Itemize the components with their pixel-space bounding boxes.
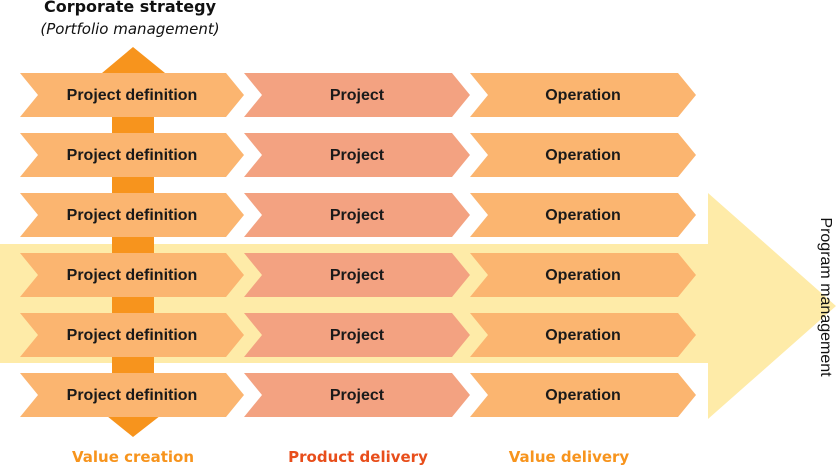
definition-chevron xyxy=(20,133,244,177)
operation-chevron xyxy=(470,73,696,117)
definition-chevron-label: Project definition xyxy=(67,87,198,104)
program-management-arrow xyxy=(0,193,836,419)
definition-chevron xyxy=(20,313,244,357)
project-chevron xyxy=(244,193,470,237)
value-delivery-label: Value delivery xyxy=(508,448,630,466)
operation-chevron xyxy=(470,253,696,297)
operation-chevron-label: Operation xyxy=(545,327,621,344)
program-management-label: Program management xyxy=(817,217,834,377)
process-row: Project definition Project Operation xyxy=(20,73,696,117)
corporate-strategy-title: Corporate strategy xyxy=(43,0,217,16)
operation-chevron-label: Operation xyxy=(545,87,621,104)
process-row: Project definition Project Operation xyxy=(20,133,696,177)
definition-chevron-label: Project definition xyxy=(67,327,198,344)
operation-chevron xyxy=(470,133,696,177)
process-row: Project definition Project Operation xyxy=(20,313,696,357)
process-row: Project definition Project Operation xyxy=(20,253,696,297)
definition-chevron xyxy=(20,73,244,117)
operation-chevron-label: Operation xyxy=(545,267,621,284)
project-chevron-label: Project xyxy=(330,327,385,344)
value-creation-label: Value creation xyxy=(71,448,194,466)
definition-chevron-label: Project definition xyxy=(67,147,198,164)
project-chevron-label: Project xyxy=(330,207,385,224)
definition-chevron-label: Project definition xyxy=(67,207,198,224)
project-chevron-label: Project xyxy=(330,387,385,404)
operation-chevron xyxy=(470,373,696,417)
operation-chevron xyxy=(470,313,696,357)
portfolio-management-subtitle: (Portfolio management) xyxy=(40,20,220,38)
project-chevron-label: Project xyxy=(330,87,385,104)
definition-chevron xyxy=(20,253,244,297)
project-chevron xyxy=(244,253,470,297)
definition-chevron-label: Project definition xyxy=(67,267,198,284)
project-chevron xyxy=(244,373,470,417)
project-chevron xyxy=(244,133,470,177)
project-chevron-label: Project xyxy=(330,147,385,164)
process-row: Project definition Project Operation xyxy=(20,373,696,417)
definition-chevron xyxy=(20,193,244,237)
product-delivery-label: Product delivery xyxy=(288,448,428,466)
definition-chevron xyxy=(20,373,244,417)
process-row: Project definition Project Operation xyxy=(20,193,696,237)
definition-chevron-label: Project definition xyxy=(67,387,198,404)
project-chevron-label: Project xyxy=(330,267,385,284)
operation-chevron-label: Operation xyxy=(545,387,621,404)
operation-chevron-label: Operation xyxy=(545,207,621,224)
operation-chevron xyxy=(470,193,696,237)
project-chevron xyxy=(244,73,470,117)
project-chevron xyxy=(244,313,470,357)
operation-chevron-label: Operation xyxy=(545,147,621,164)
